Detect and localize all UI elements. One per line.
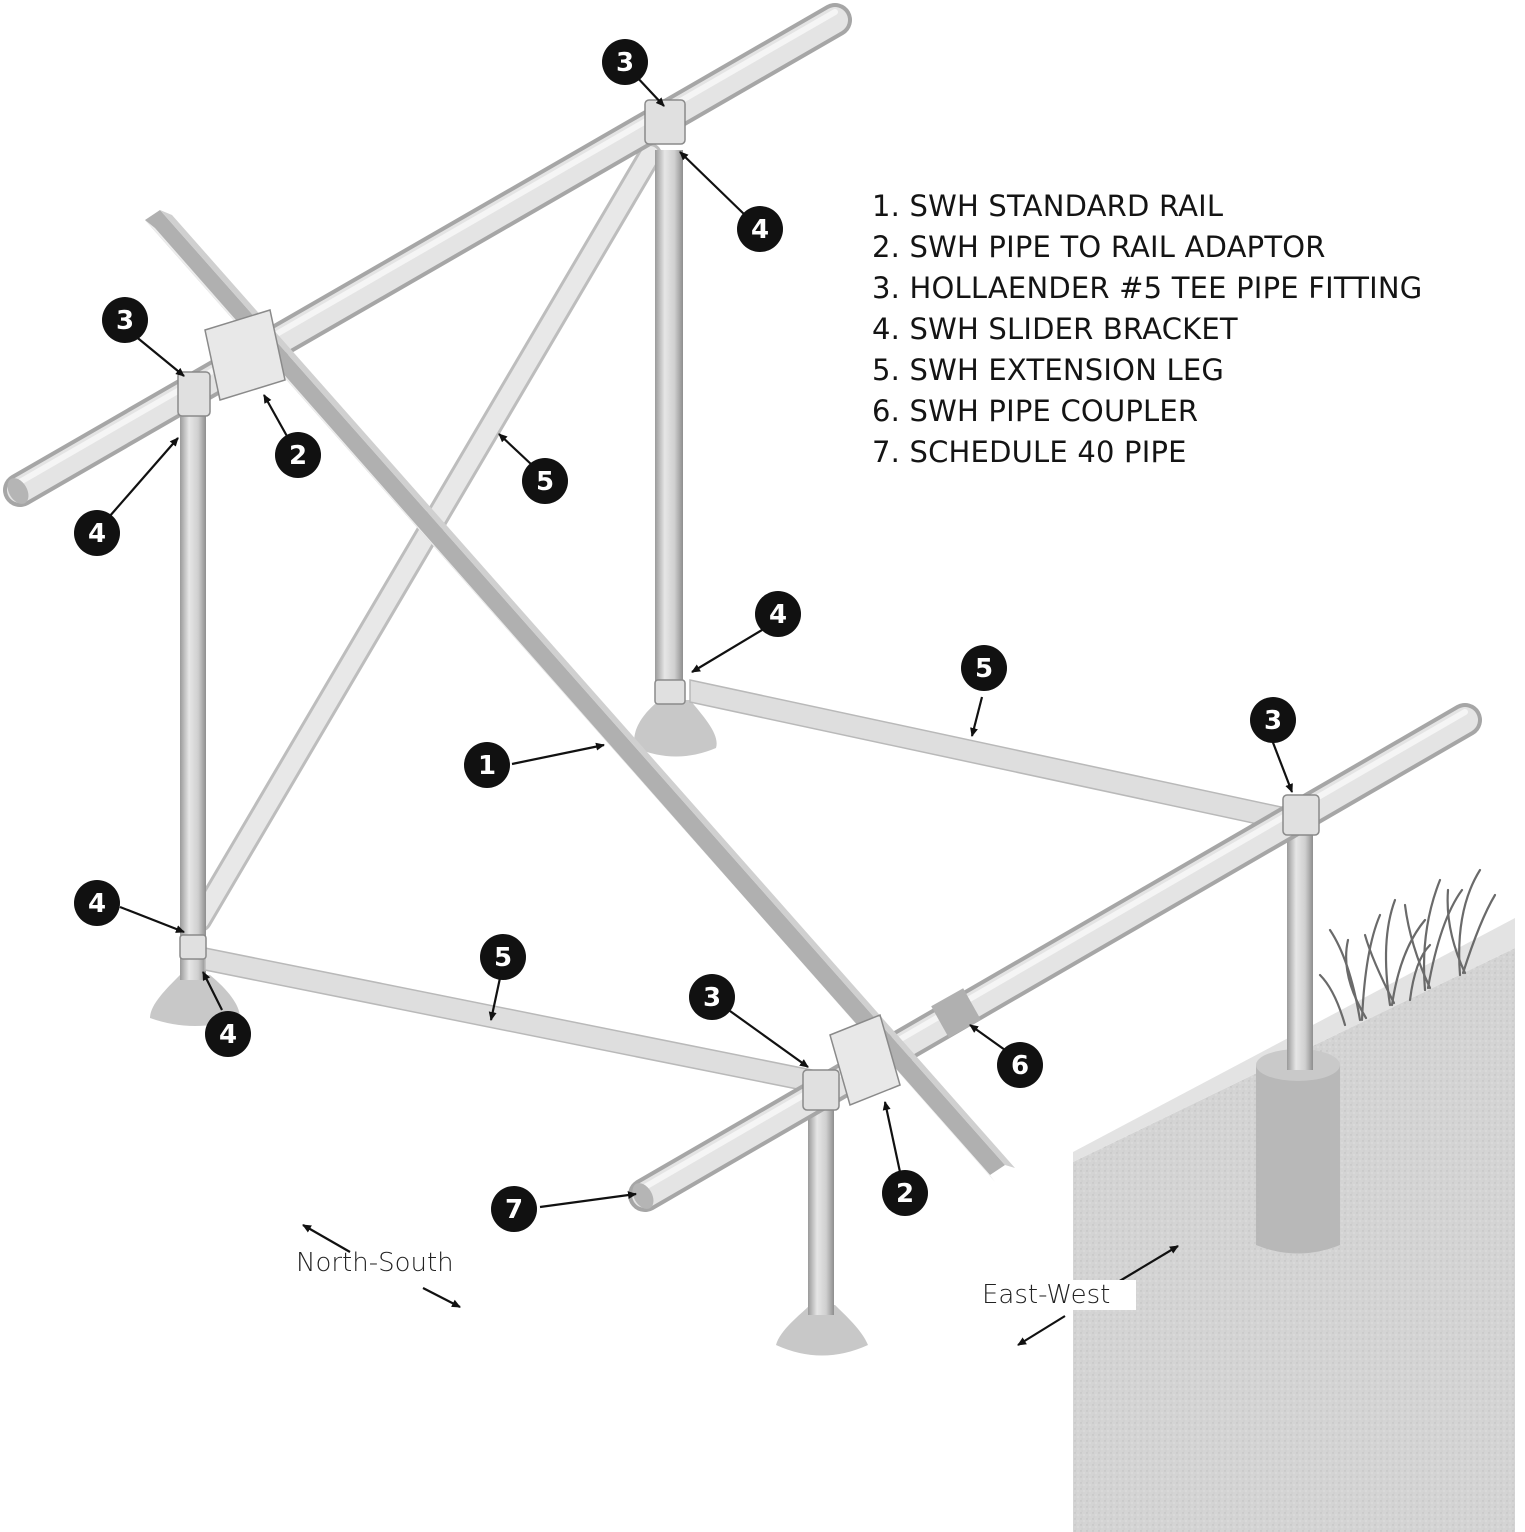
callout-badge: 4 bbox=[737, 206, 783, 252]
callout-circle bbox=[491, 1186, 537, 1232]
callout-circle bbox=[997, 1042, 1043, 1088]
callout-badge: 5 bbox=[961, 645, 1007, 691]
east-west-label: East-West bbox=[982, 1280, 1137, 1310]
callout-badge: 4 bbox=[74, 880, 120, 926]
arrow-icon bbox=[882, 1101, 902, 1173]
fittings bbox=[177, 99, 1320, 1111]
callout-number: 5 bbox=[536, 467, 554, 497]
callout-circle bbox=[205, 1011, 251, 1057]
arrow-icon bbox=[511, 742, 605, 766]
callout-badge: 1 bbox=[464, 742, 510, 788]
callout-badge: 6 bbox=[997, 1042, 1043, 1088]
arrow-icon bbox=[133, 334, 185, 377]
legend-item: 4. SWH SLIDER BRACKET bbox=[872, 312, 1238, 346]
callout-circle bbox=[464, 742, 510, 788]
callout-number: 3 bbox=[616, 48, 634, 78]
callout-badge: 3 bbox=[1250, 697, 1296, 743]
arrow-icon bbox=[969, 1024, 1006, 1051]
arrow-icon bbox=[302, 1224, 351, 1253]
top-horizontal-pipe bbox=[3, 3, 852, 507]
callout-number: 3 bbox=[1264, 706, 1282, 736]
callout-number: 3 bbox=[703, 983, 721, 1013]
callout-badge: 3 bbox=[689, 974, 735, 1020]
legend-item: 5. SWH EXTENSION LEG bbox=[872, 353, 1225, 387]
diagonal-extension-leg bbox=[188, 143, 662, 932]
callout-circle bbox=[102, 297, 148, 343]
arrow-icon bbox=[1017, 1315, 1066, 1346]
callout-badge: 2 bbox=[275, 432, 321, 478]
arrow-icon bbox=[539, 1191, 637, 1209]
callout-number: 2 bbox=[289, 441, 307, 471]
legend-item: 6. SWH PIPE COUPLER bbox=[872, 394, 1199, 428]
callout-badge: 4 bbox=[74, 510, 120, 556]
callout-circle bbox=[755, 591, 801, 637]
callouts: 3 4 3 2 4 5 4 5 3 1 4 4 5 3 6 2 7 bbox=[74, 39, 1296, 1232]
callout-number: 4 bbox=[219, 1020, 237, 1050]
callout-number: 1 bbox=[478, 751, 496, 781]
callout-badge: 2 bbox=[882, 1170, 928, 1216]
arrow-icon bbox=[634, 74, 665, 107]
arrow-icon bbox=[108, 437, 179, 518]
callout-circle bbox=[961, 645, 1007, 691]
callout-badge: 5 bbox=[480, 934, 526, 980]
callout-badge: 4 bbox=[205, 1011, 251, 1057]
arrow-icon bbox=[970, 696, 984, 737]
grass-icon bbox=[1318, 868, 1497, 1027]
callout-number: 5 bbox=[975, 654, 993, 684]
legend-item: 3. HOLLAENDER #5 TEE PIPE FITTING bbox=[872, 271, 1423, 305]
callout-badge: 3 bbox=[602, 39, 648, 85]
callout-number: 6 bbox=[1011, 1051, 1029, 1081]
callout-circle bbox=[1250, 697, 1296, 743]
arrow-icon bbox=[422, 1287, 461, 1308]
vertical-pipes bbox=[180, 150, 1313, 1315]
callout-circle bbox=[522, 458, 568, 504]
arrow-icon bbox=[119, 905, 185, 934]
callout-number: 4 bbox=[769, 600, 787, 630]
callout-circle bbox=[689, 974, 735, 1020]
callout-badge: 7 bbox=[491, 1186, 537, 1232]
callout-circle bbox=[882, 1170, 928, 1216]
callout-number: 5 bbox=[494, 943, 512, 973]
arrow-icon bbox=[263, 394, 289, 439]
legend-item: 7. SCHEDULE 40 PIPE bbox=[872, 435, 1187, 469]
arrow-icon bbox=[679, 151, 747, 217]
north-south-label: North-South bbox=[296, 1248, 454, 1278]
callout-circle bbox=[602, 39, 648, 85]
callout-arrows bbox=[108, 74, 1294, 1346]
callout-circle bbox=[737, 206, 783, 252]
callout-circle bbox=[74, 880, 120, 926]
standard-rail bbox=[145, 210, 1015, 1182]
legend-item: 1. SWH STANDARD RAIL bbox=[872, 189, 1224, 223]
arrow-icon bbox=[729, 1010, 809, 1068]
callout-number: 4 bbox=[88, 889, 106, 919]
arrow-icon bbox=[498, 433, 533, 466]
callout-number: 2 bbox=[896, 1179, 914, 1209]
arrow-icon bbox=[202, 971, 223, 1011]
callout-number: 3 bbox=[116, 306, 134, 336]
arrow-icon bbox=[1270, 739, 1294, 793]
callout-circle bbox=[74, 510, 120, 556]
callout-number: 7 bbox=[505, 1195, 523, 1225]
callout-circle bbox=[480, 934, 526, 980]
callout-badge: 3 bbox=[102, 297, 148, 343]
callout-badge: 5 bbox=[522, 458, 568, 504]
callout-badge: 4 bbox=[755, 591, 801, 637]
parts-legend: 1. SWH STANDARD RAIL 2. SWH PIPE TO RAIL… bbox=[872, 186, 1422, 473]
arrow-icon bbox=[691, 629, 763, 673]
legend-item: 2. SWH PIPE TO RAIL ADAPTOR bbox=[872, 230, 1326, 264]
callout-number: 4 bbox=[88, 519, 106, 549]
front-horizontal-pipe bbox=[628, 703, 1482, 1212]
callout-circle bbox=[275, 432, 321, 478]
callout-number: 4 bbox=[751, 215, 769, 245]
arrow-icon bbox=[488, 977, 502, 1021]
arrow-icon bbox=[1117, 1245, 1179, 1283]
